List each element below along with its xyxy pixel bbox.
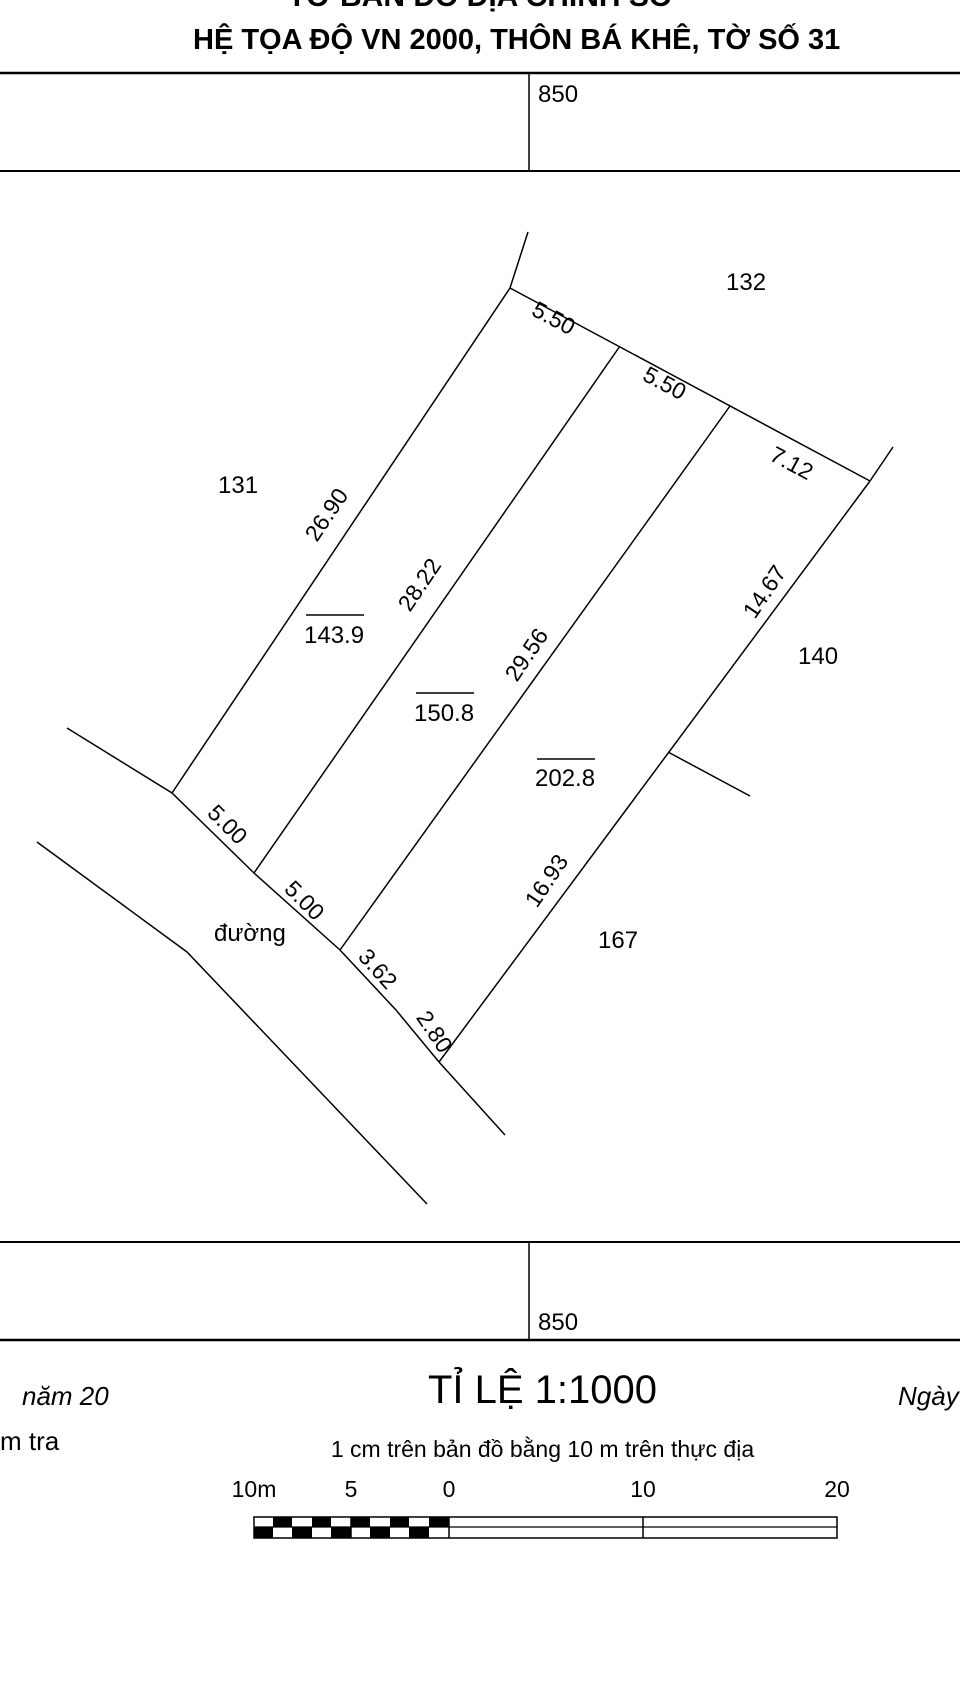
map-title-partial: TỜ BẢN ĐỒ ĐỊA CHÍNH SỐ (0, 0, 960, 14)
scale-tick-label: 10 (630, 1476, 656, 1502)
parcel-number-140: 140 (798, 643, 838, 670)
map-subtitle: HỆ TỌA ĐỘ VN 2000, THÔN BÁ KHÊ, TỜ SỐ 31 (193, 24, 841, 56)
parcel-number-131: 131 (218, 472, 258, 499)
parcel-boundaries (36, 231, 894, 1205)
parcel-number-167: 167 (598, 927, 638, 954)
boundary-line (438, 480, 871, 1063)
scale-tick-label: 5 (345, 1476, 358, 1502)
road-edge-lower (36, 841, 428, 1205)
dim-top-1: 5.50 (528, 296, 580, 340)
dim-top-3: 7.12 (766, 441, 818, 485)
dim-left-1: 26.90 (299, 483, 353, 545)
check-label-partial: m tra (0, 1426, 60, 1456)
grid-coord-top: 850 (538, 81, 578, 108)
boundary-line (171, 287, 511, 794)
dim-bottom-3: 3.62 (353, 943, 402, 994)
boundary-line (869, 446, 894, 482)
dim-mid-2: 29.56 (499, 623, 553, 685)
scale-note: 1 cm trên bản đồ bằng 10 m trên thực địa (330, 1436, 755, 1462)
dim-bottom-1: 5.00 (203, 799, 253, 849)
boundary-line (509, 231, 529, 289)
parcel-area-1: 143.9 (304, 614, 364, 649)
scale-bar (253, 1516, 838, 1539)
boundary-line (339, 405, 731, 951)
parcel-area-2: 150.8 (414, 692, 474, 727)
road-label: đường (214, 920, 286, 947)
dim-top-2: 5.50 (639, 361, 691, 405)
road-edge-upper (66, 727, 440, 1063)
road-edge-extension (438, 1061, 506, 1136)
boundary-line (253, 345, 621, 874)
dim-bottom-4: 2.80 (411, 1006, 458, 1058)
svg-text:202.8: 202.8 (535, 765, 595, 792)
scale-tick-label: 0 (443, 1476, 456, 1502)
boundary-line (509, 287, 871, 482)
dim-right-upper: 14.67 (737, 560, 791, 622)
scale-tick-labels: 10m 5 0 10 20 (232, 1476, 850, 1502)
date-label-partial: Ngày (898, 1381, 959, 1411)
scale-tick-label: 10m (232, 1476, 277, 1502)
scale-tick-label: 20 (824, 1476, 850, 1502)
boundary-line (667, 751, 751, 797)
scale-title: TỈ LỆ 1:1000 (427, 1368, 658, 1412)
dim-mid-1: 28.22 (392, 553, 446, 615)
grid-coord-bottom: 850 (538, 1309, 578, 1336)
parcel-number-132: 132 (726, 269, 766, 296)
parcel-area-3: 202.8 (535, 758, 595, 792)
year-label-partial: năm 20 (22, 1381, 109, 1411)
dim-bottom-2: 5.00 (280, 875, 330, 925)
dim-right-lower: 16.93 (519, 849, 573, 911)
svg-text:150.8: 150.8 (414, 700, 474, 727)
svg-text:143.9: 143.9 (304, 622, 364, 649)
